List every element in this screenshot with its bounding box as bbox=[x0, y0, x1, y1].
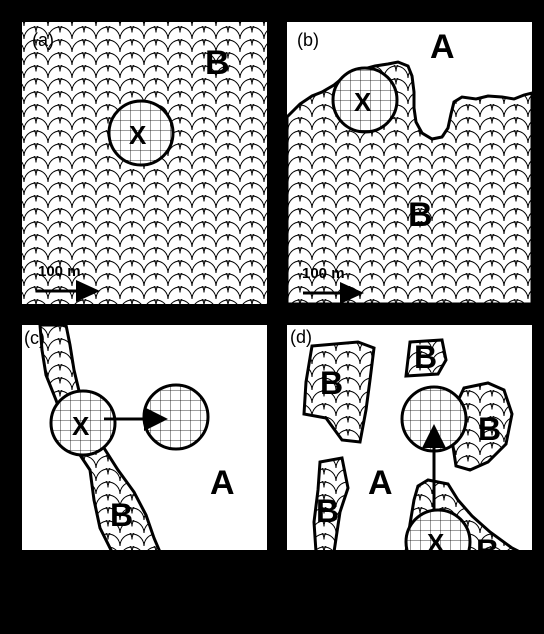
patch-label: B bbox=[478, 411, 501, 447]
patch-label: B bbox=[414, 339, 437, 375]
focal-x-label: X bbox=[354, 87, 372, 117]
focal-x-label: X bbox=[129, 120, 147, 150]
panel-c: (c) X A B bbox=[22, 325, 267, 552]
bottom-band-inner bbox=[6, 551, 538, 628]
panel-a-label: (a) bbox=[32, 30, 54, 50]
panel-d-matrix-label: A bbox=[368, 464, 393, 502]
patch-label: B bbox=[316, 493, 339, 529]
scale-label: 100 m bbox=[302, 265, 345, 282]
scale-label: 100 m bbox=[38, 263, 81, 280]
panel-b-matrix-label: A bbox=[430, 28, 455, 66]
panel-d-label: (d) bbox=[290, 327, 312, 347]
panel-b-habitat-label: B bbox=[408, 196, 433, 234]
panel-a-habitat-label: B bbox=[205, 44, 230, 82]
panel-c-matrix-label: A bbox=[210, 464, 235, 502]
panel-c-label: (c) bbox=[24, 328, 45, 348]
focal-x-label: X bbox=[72, 411, 90, 441]
panel-b: (b) A B X 100 m bbox=[287, 22, 532, 304]
panel-c-habitat-label: B bbox=[110, 497, 133, 533]
panel-b-label: (b) bbox=[297, 30, 319, 50]
panel-a: (a) B X 100 m bbox=[22, 22, 267, 304]
patch-label: B bbox=[320, 365, 343, 401]
panel-d: (d) B B B B B A X bbox=[287, 325, 532, 574]
